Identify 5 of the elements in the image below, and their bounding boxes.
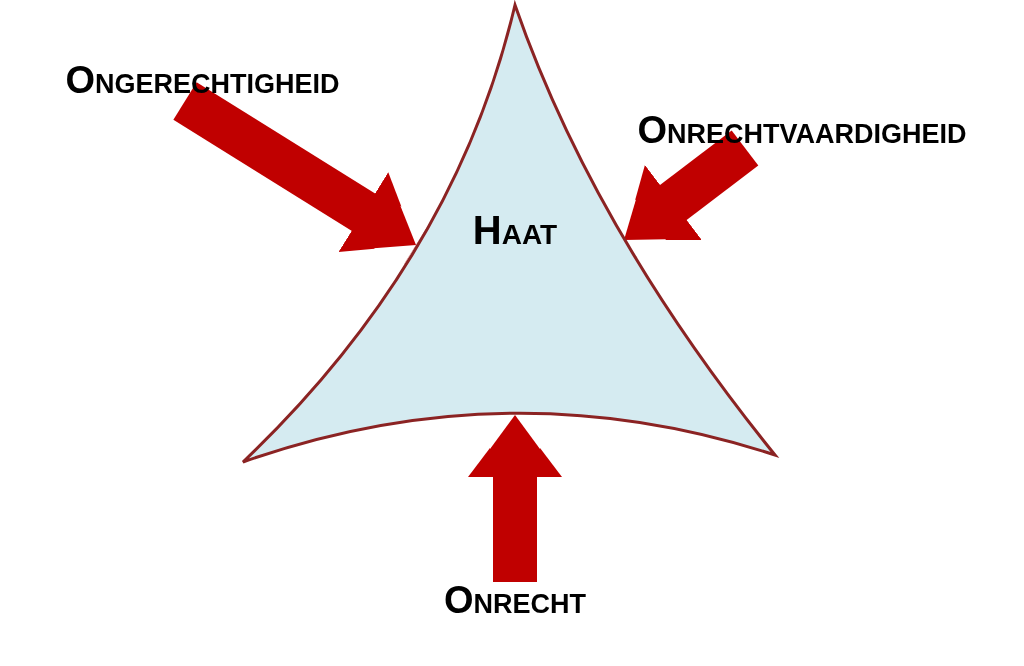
- block-arrow: [468, 415, 562, 582]
- cause-label: Ongerechtigheid: [65, 61, 340, 99]
- triangle-label: Haat: [471, 210, 559, 250]
- cause-label: Onrechtvaardigheid: [637, 111, 967, 149]
- cause-label: Onrecht: [443, 581, 587, 619]
